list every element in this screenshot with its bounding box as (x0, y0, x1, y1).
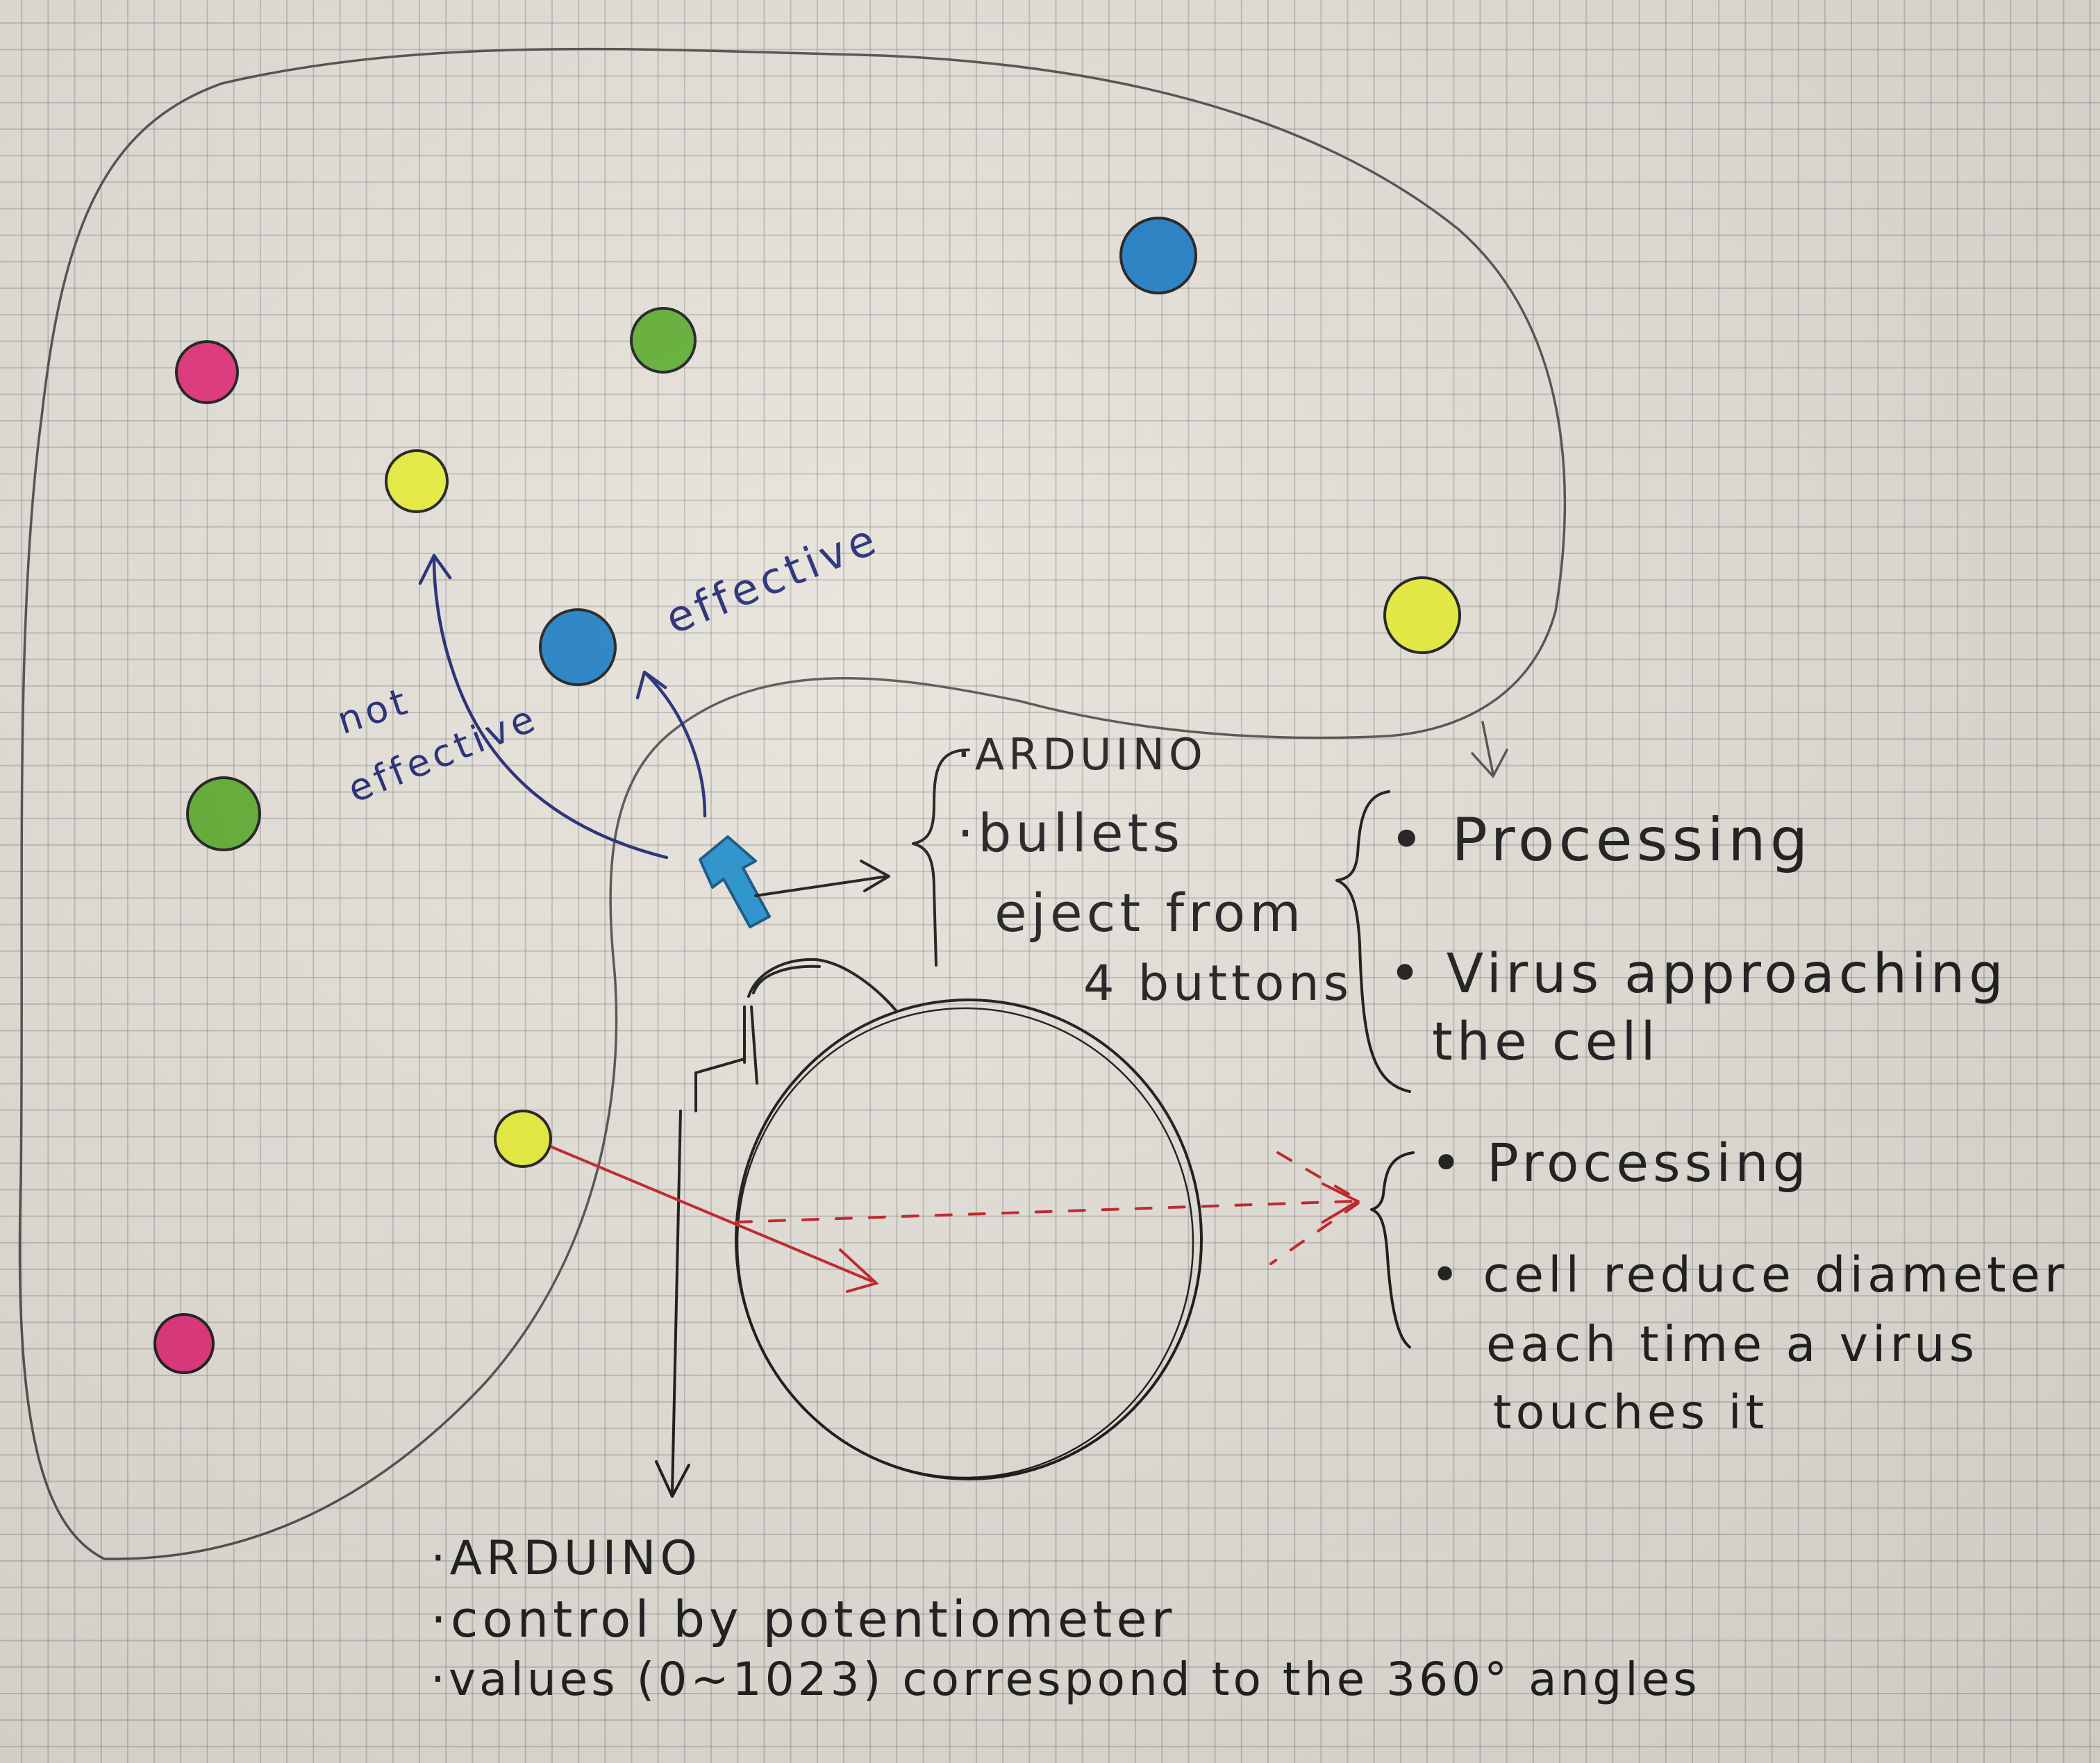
yellow-virus-2 (1383, 576, 1461, 654)
potentiometer-note-line3: ·values (0~1023) correspond to the 360° … (431, 1653, 1701, 1706)
cell-to-potentiometer-arrowhead (655, 1460, 690, 1498)
green-virus-2 (186, 776, 261, 851)
turret-sketch (694, 958, 897, 1112)
bullets-note-line3: eject from (994, 882, 1306, 944)
processing-virus-line2: • Virus approaching (1389, 943, 2008, 1005)
processing-virus-line3: the cell (1432, 1010, 1660, 1072)
processing-cell-line4: touches it (1493, 1385, 1769, 1440)
cannon-to-note-arrow (754, 875, 889, 897)
pencil-arrow-processing (1481, 721, 1494, 776)
bullets-note-line1: ·ARDUINO (957, 729, 1207, 780)
cell-to-potentiometer-arrow (671, 1110, 682, 1494)
processing-cell-line1: • Processing (1431, 1132, 1810, 1194)
pink-virus-1 (175, 340, 239, 404)
not-effective-arrowhead (418, 553, 452, 585)
cell-to-processing-dashed-arrow (735, 1200, 1356, 1223)
cell-circle (735, 999, 1203, 1480)
cell-to-processing-dashed-arrowhead-2 (1269, 1151, 1364, 1265)
green-virus-1 (630, 307, 697, 374)
processing-cell-line2: • cell reduce diameter (1431, 1246, 2069, 1303)
effective-arrowhead (635, 670, 667, 700)
potentiometer-note-line1: ·ARDUINO (431, 1531, 701, 1586)
bullets-note-line4: 4 buttons (1083, 955, 1353, 1012)
bullets-note-line2: ·bullets (957, 802, 1184, 864)
cannon-icon (699, 835, 771, 928)
yellow-virus-1 (385, 449, 449, 513)
bullets-brace (912, 749, 970, 967)
cell-circle-stroke-2 (736, 1007, 1194, 1479)
potentiometer-note-line2: ·control by potentiometer (431, 1590, 1176, 1648)
virus-trajectory-arrowhead (839, 1248, 879, 1293)
pink-virus-2 (153, 1313, 215, 1374)
processing-virus-line1: • Processing (1389, 805, 1812, 875)
play-area-outline (18, 47, 1567, 1560)
cell-to-processing-dashed-arrowhead (1322, 1183, 1361, 1223)
blue-virus-2 (539, 608, 617, 686)
not-effective-arrow (432, 557, 669, 860)
processing-virus-brace (1335, 790, 1411, 1093)
blue-virus-1 (1119, 217, 1197, 294)
cannon-to-note-arrowhead (860, 860, 890, 892)
processing-cell-brace (1370, 1151, 1415, 1348)
pencil-arrowhead-processing (1471, 749, 1508, 779)
processing-cell-line3: each time a virus (1486, 1316, 1979, 1373)
effective-arrow (644, 671, 707, 818)
yellow-virus-3 (494, 1110, 552, 1168)
virus-trajectory-arrow (547, 1144, 873, 1282)
